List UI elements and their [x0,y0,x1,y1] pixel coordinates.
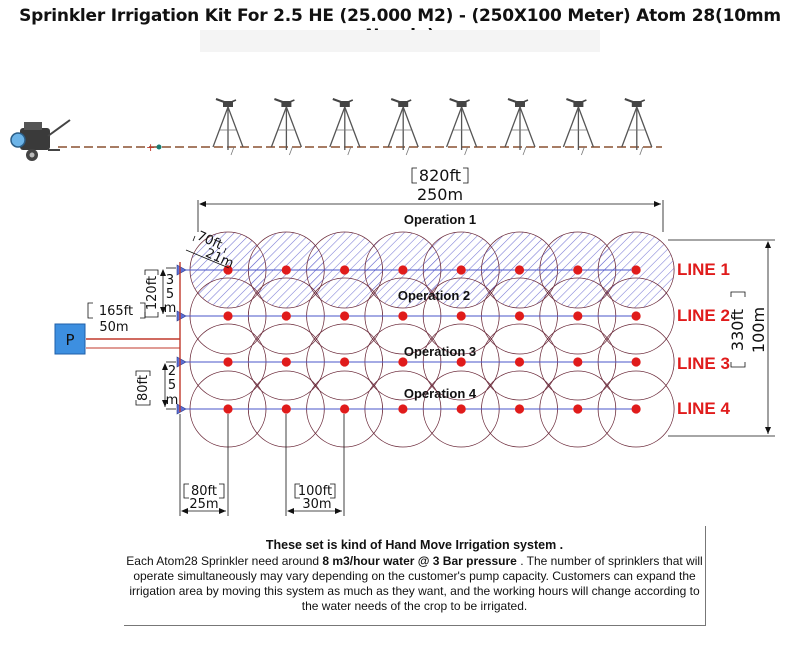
valve-icon: + [146,141,155,154]
description-suffix: . The number of sprinklers that will ope… [129,554,703,613]
sprinkler-dot [514,265,525,275]
pump-label: P [65,331,74,349]
line-3-label: LINE 3 [677,354,730,373]
sprinkler-dots [223,265,641,414]
tripod-sprinkler-icon [212,98,244,156]
sprinkler-dot [340,265,350,275]
line-2-label: LINE 2 [677,306,730,325]
sprinkler-dot [398,265,408,275]
height-ft: 330ft [728,309,747,351]
description-prefix: Each Atom28 Sprinkler need around [126,554,323,568]
description-box: These set is kind of Hand Move Irrigatio… [124,526,706,626]
tripod-sprinkler-icon [621,98,653,156]
lateral-spacing-m-3: m [164,301,177,316]
description-title: These set is kind of Hand Move Irrigatio… [265,538,564,552]
tripod-sprinkler-icon [387,98,419,156]
sprinkler-dot [281,311,291,321]
sprinkler-dot [223,311,233,321]
sprinkler-dot [398,357,408,367]
sprinkler-dot [514,404,525,414]
sprinkler-dot [514,311,525,321]
faint-band [200,30,600,52]
lateral-inlet-marker [176,403,187,415]
lateral-inlet-marker [176,356,187,368]
description-water-requirement: 8 m3/hour water @ 3 Bar pressure [322,554,517,568]
lateral-inlet-marker [176,264,187,276]
sprinkler-dot [340,357,350,367]
lateral-spacing-m-2: 5 [166,287,174,302]
pipe-ft: 165ft [99,304,133,319]
sprinkler-dot [340,311,350,321]
height-m: 100m [749,307,768,353]
sprinkler-dot [223,404,233,414]
sprinkler-dot [456,357,466,367]
tripod-sprinklers [212,98,653,156]
sprinkler-dot [631,404,641,414]
width-dimension: 820ft 250m [197,166,664,232]
lateral-spacing-dimension: 120ft 3 5 m [144,267,177,318]
line-gap-dimension: 80ft 2 5 m [135,361,179,410]
width-m: 250m [417,185,463,204]
sprinkler-dot [631,357,641,367]
line-gap-ft: 80ft [136,375,151,401]
lateral-spacing-m-1: 3 [166,273,174,288]
sprinkler-spacing-m: 30m [302,497,331,512]
sprinkler-dot [573,311,583,321]
line-1-label: LINE 1 [677,260,730,279]
sprinkler-dot [631,311,641,321]
pipe-m: 50m [99,320,128,335]
tripod-sprinkler-icon [329,98,361,156]
field-layout [176,231,675,448]
sprinkler-dot [573,265,583,275]
sprinkler-dot [281,357,291,367]
width-ft: 820ft [419,166,461,185]
equipment-illustration: + [10,98,662,161]
sprinkler-dot [223,265,233,275]
sprinkler-dot [456,404,466,414]
operation-3-label: Operation 3 [404,344,476,359]
height-dimension: 330ft 100m [668,239,775,437]
tripod-sprinkler-icon [270,98,303,156]
sprinkler-dot [398,311,408,321]
operation-2-label: Operation 2 [398,288,470,303]
pump-box [54,323,86,355]
tripod-sprinkler-icon [504,98,536,156]
operation-4-label: Operation 4 [404,386,477,401]
edge-dimension: 80ft 25m [179,414,229,516]
lateral-lines [176,264,637,415]
sprinkler-dot [631,265,641,275]
sprinkler-dot [573,357,583,367]
sprinkler-spacing-ft: 100ft [298,484,332,499]
sprinkler-dot [281,265,291,275]
sprinkler-dot [456,311,466,321]
tripod-sprinkler-icon [445,98,478,156]
pump-engine-icon [10,119,71,161]
sprinkler-dot [340,404,350,414]
description-body: Each Atom28 Sprinkler need around 8 m3/h… [124,554,705,614]
sprinkler-dot [514,357,525,367]
sprinkler-spacing-dimension: 100ft 30m [285,414,345,516]
sprinkler-dot [223,357,233,367]
sprinkler-dot [456,265,466,275]
connector-icon [156,144,162,150]
lateral-spacing-ft: 120ft [145,276,160,310]
edge-m: 25m [189,497,218,512]
lateral-inlet-marker [176,310,187,322]
operation-1-label: Operation 1 [404,212,476,227]
supply-pipe-dimension: 165ft 50m [87,302,146,335]
line-gap-m-2: 5 [168,378,176,393]
sprinkler-dot [281,404,291,414]
edge-ft: 80ft [191,484,217,499]
tripod-sprinkler-icon [562,98,595,156]
line-4-label: LINE 4 [677,399,730,418]
sprinkler-dot [573,404,583,414]
line-gap-m-3: m [166,393,179,408]
line-gap-m-1: 2 [168,364,176,379]
sprinkler-dot [398,404,408,414]
